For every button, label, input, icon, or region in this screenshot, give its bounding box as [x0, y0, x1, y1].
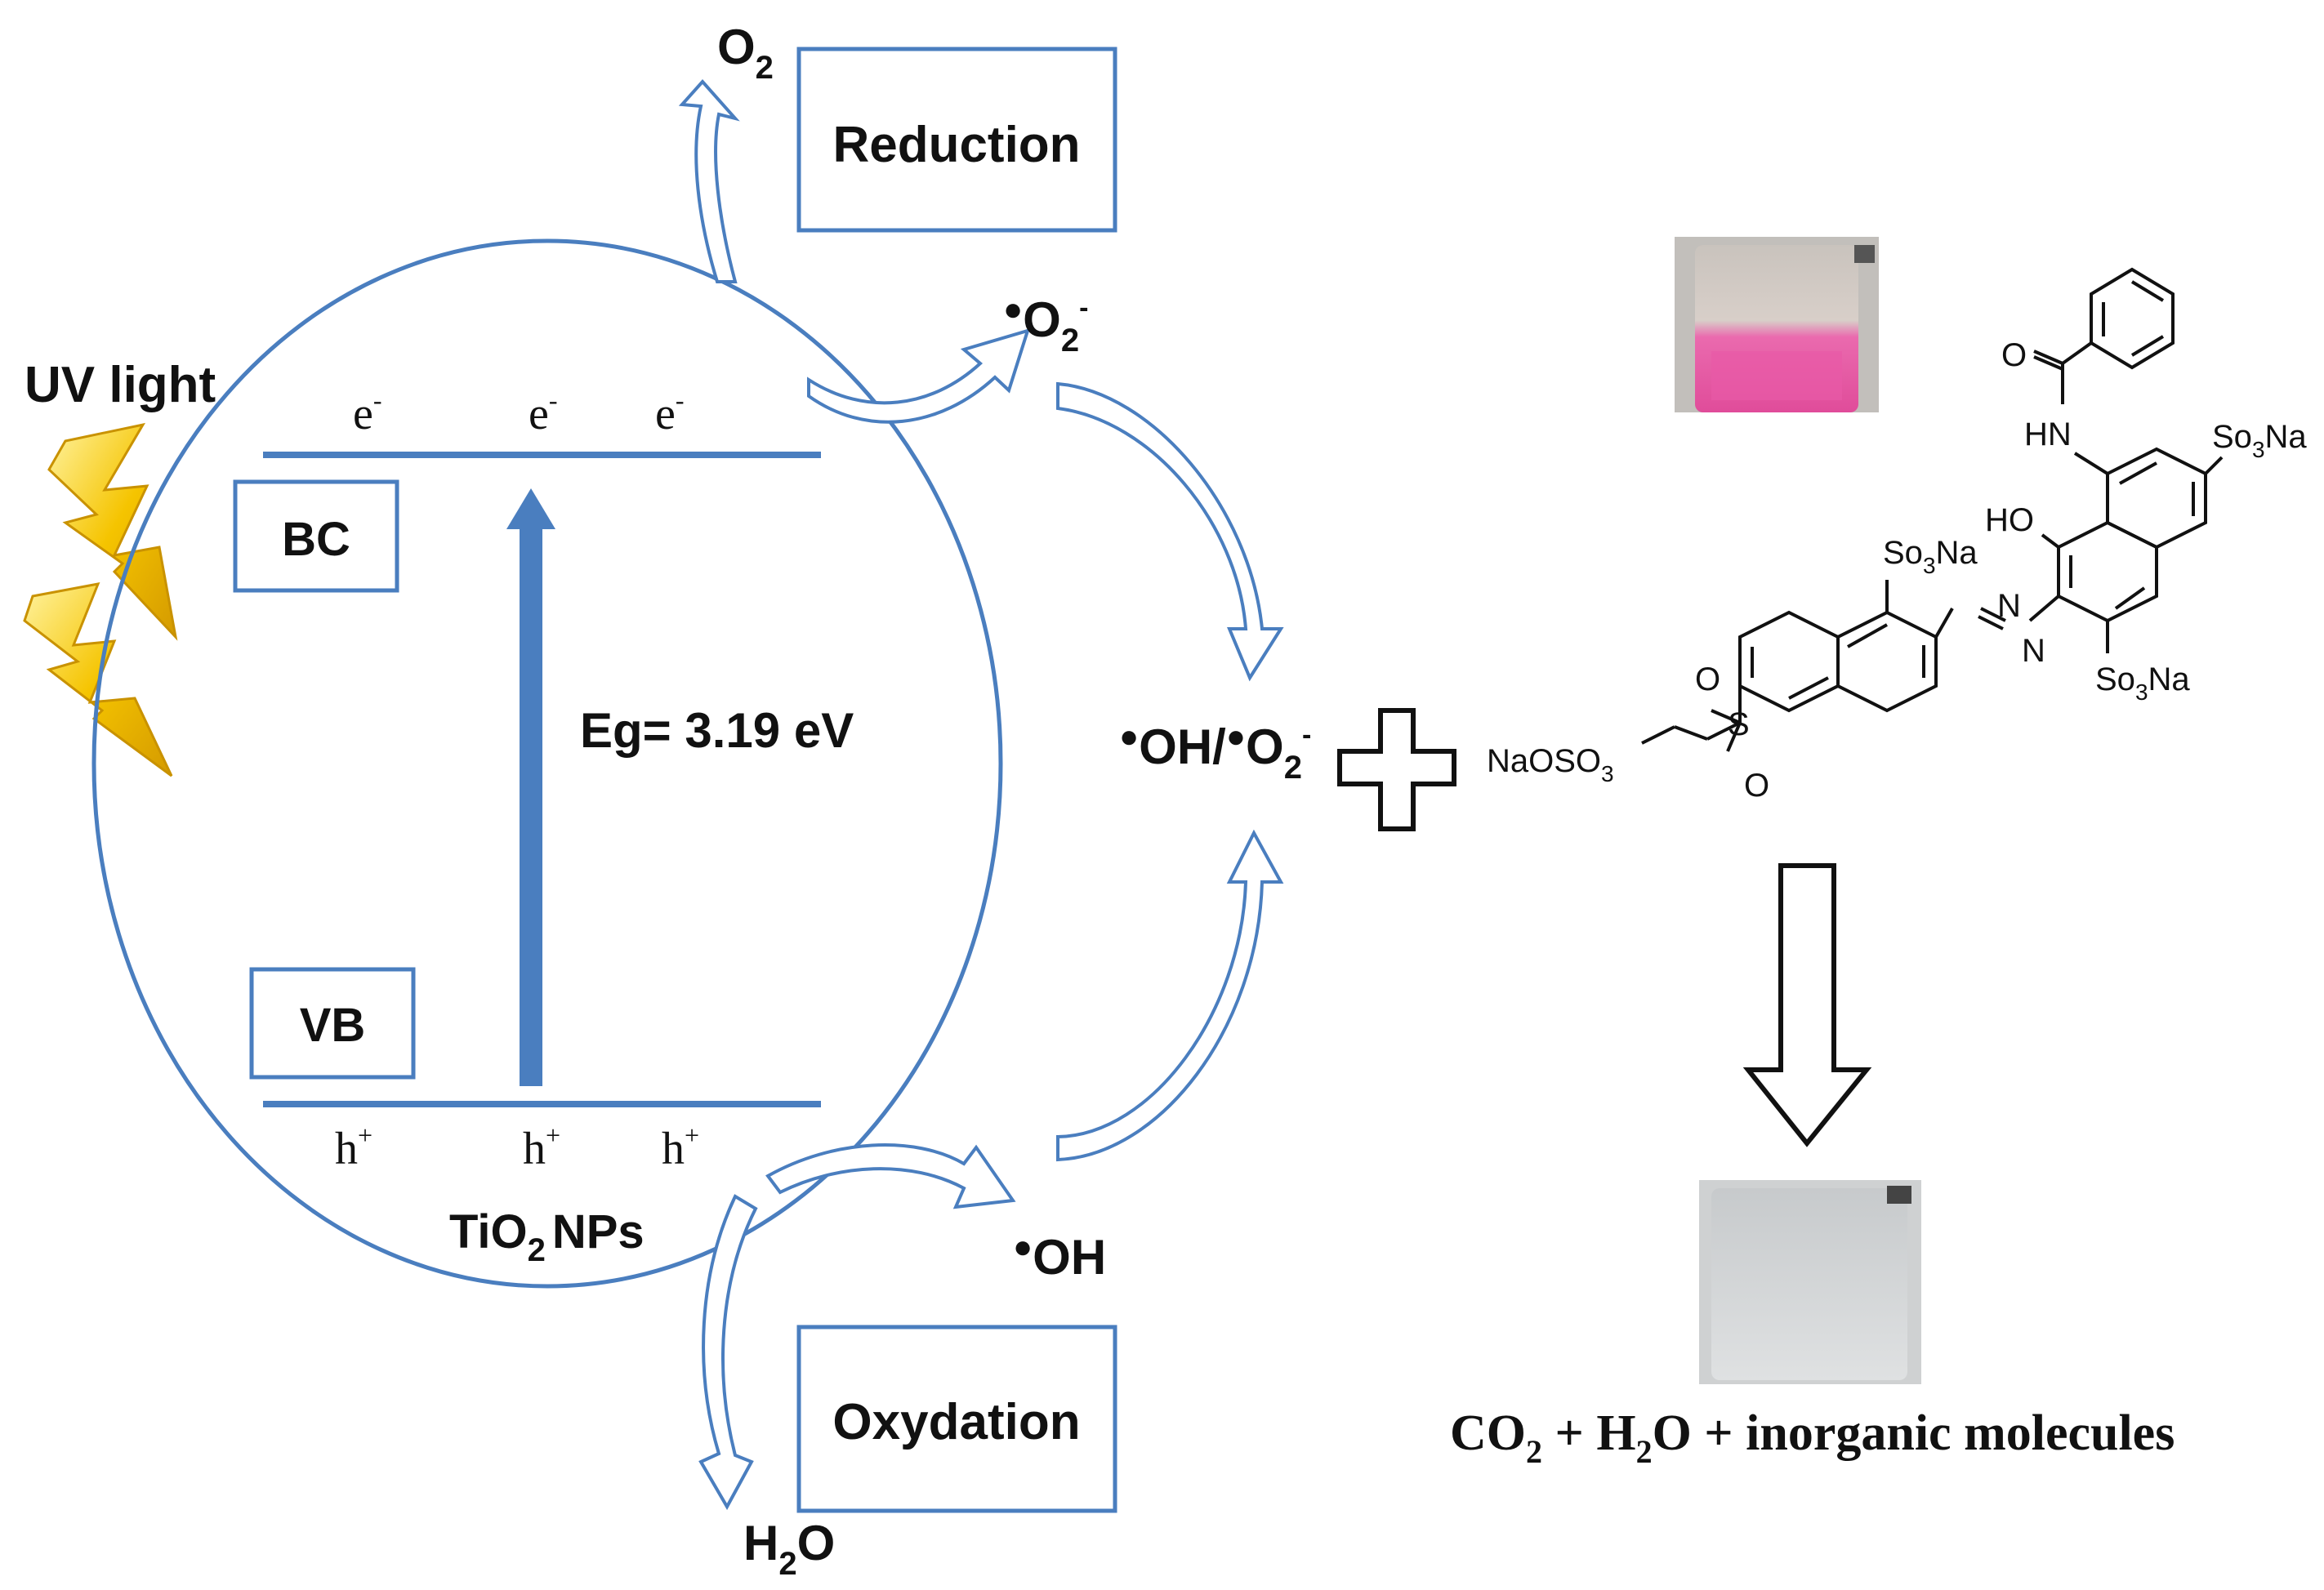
oxidation-label: Oxydation — [832, 1394, 1080, 1450]
electron-2: e- — [529, 385, 558, 439]
tio2-particle-outline — [91, 238, 1003, 1289]
svg-text:O: O — [1695, 661, 1720, 697]
svg-text:So3Na: So3Na — [2212, 419, 2307, 462]
svg-text:HO: HO — [1985, 502, 2034, 538]
oxygen-label: O2 — [717, 20, 774, 86]
svg-text:HN: HN — [2024, 416, 2072, 452]
products-label: CO2 + H2O + inorganic molecules — [1450, 1405, 2175, 1470]
svg-text:N: N — [1997, 588, 2021, 624]
svg-text:S: S — [1728, 706, 1750, 742]
svg-text:NaOSO3: NaOSO3 — [1487, 743, 1614, 786]
lightning-bolt-icon — [23, 422, 178, 777]
superoxide-to-radicals-arrow — [1056, 381, 1284, 682]
hole-2: h+ — [523, 1120, 560, 1174]
hydroxyl-label: ●OH — [1013, 1229, 1106, 1285]
oxygen-in-arrow — [678, 78, 740, 283]
water-label: H2O — [743, 1516, 835, 1582]
hole-1: h+ — [335, 1120, 372, 1174]
dye-vial-after-image — [1699, 1180, 1921, 1384]
reduction-label: Reduction — [832, 117, 1080, 173]
degradation-arrow — [1742, 863, 1872, 1147]
electron-1: e- — [353, 385, 382, 439]
conduction-band-label: BC — [282, 513, 350, 566]
reactive-dye-structure — [1641, 267, 2224, 752]
holes: h+ h+ h+ — [335, 1120, 699, 1174]
dye-atom-labels: O HN So3Na HO So3Na N N So3Na O S O NaOS… — [1487, 337, 2307, 804]
svg-text:N: N — [2022, 633, 2045, 669]
uv-light-label: UV light — [25, 357, 216, 413]
svg-text:O: O — [1744, 768, 1769, 804]
reduction-box — [796, 47, 1117, 233]
hole-3: h+ — [662, 1120, 699, 1174]
electrons: e- e- e- — [353, 385, 685, 439]
dye-vial-before-image — [1675, 237, 1879, 412]
band-gap-label: Eg= 3.19 eV — [580, 703, 854, 758]
svg-text:So3Na: So3Na — [1883, 535, 1978, 578]
plus-icon — [1337, 708, 1456, 831]
oxidation-out-arrow — [765, 1143, 1016, 1209]
svg-text:O: O — [2001, 337, 2027, 373]
svg-text:So3Na: So3Na — [2095, 661, 2190, 705]
superoxide-label: ●O2- — [1003, 292, 1088, 359]
reduction-out-arrow — [807, 328, 1031, 424]
hydroxyl-to-radicals-arrow — [1056, 829, 1284, 1162]
valence-band-box — [249, 967, 416, 1080]
electron-3: e- — [655, 385, 685, 439]
oxidation-box — [796, 1325, 1117, 1513]
radicals-label: ●OH/●O2- — [1119, 719, 1311, 786]
excitation-arrow — [506, 488, 555, 1086]
conduction-band-box — [233, 479, 399, 593]
water-in-arrow — [698, 1194, 758, 1511]
valence-band-label: VB — [300, 999, 366, 1052]
